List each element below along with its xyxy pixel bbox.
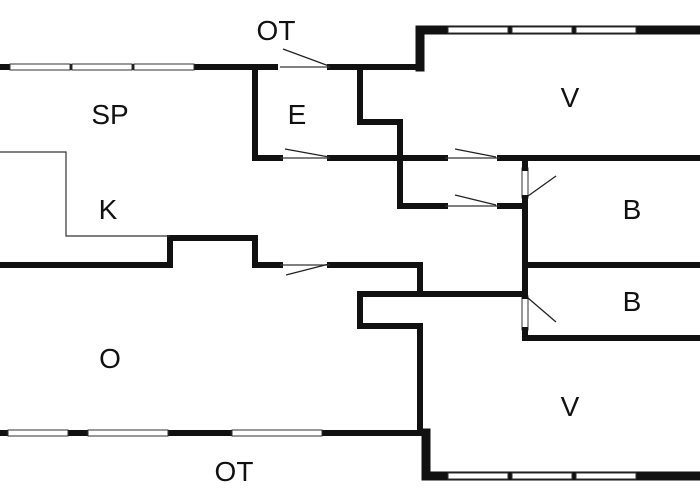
door-swings bbox=[282, 48, 557, 323]
room-label-v-bottom: V bbox=[561, 391, 580, 422]
thin-lines bbox=[0, 66, 500, 266]
windows bbox=[7, 26, 637, 480]
room-label-o: O bbox=[99, 343, 121, 374]
interior-walls bbox=[0, 64, 700, 436]
room-label-k: K bbox=[99, 194, 118, 225]
room-label-b-top: B bbox=[623, 194, 642, 225]
room-label-sp: SP bbox=[91, 99, 128, 130]
room-label-v-top: V bbox=[561, 82, 580, 113]
room-label-ot-bottom: OT bbox=[215, 456, 254, 487]
room-label-ot-top: OT bbox=[257, 15, 296, 46]
room-label-b-bottom: B bbox=[623, 286, 642, 317]
exterior-walls bbox=[0, 25, 700, 481]
room-label-e: E bbox=[288, 99, 307, 130]
